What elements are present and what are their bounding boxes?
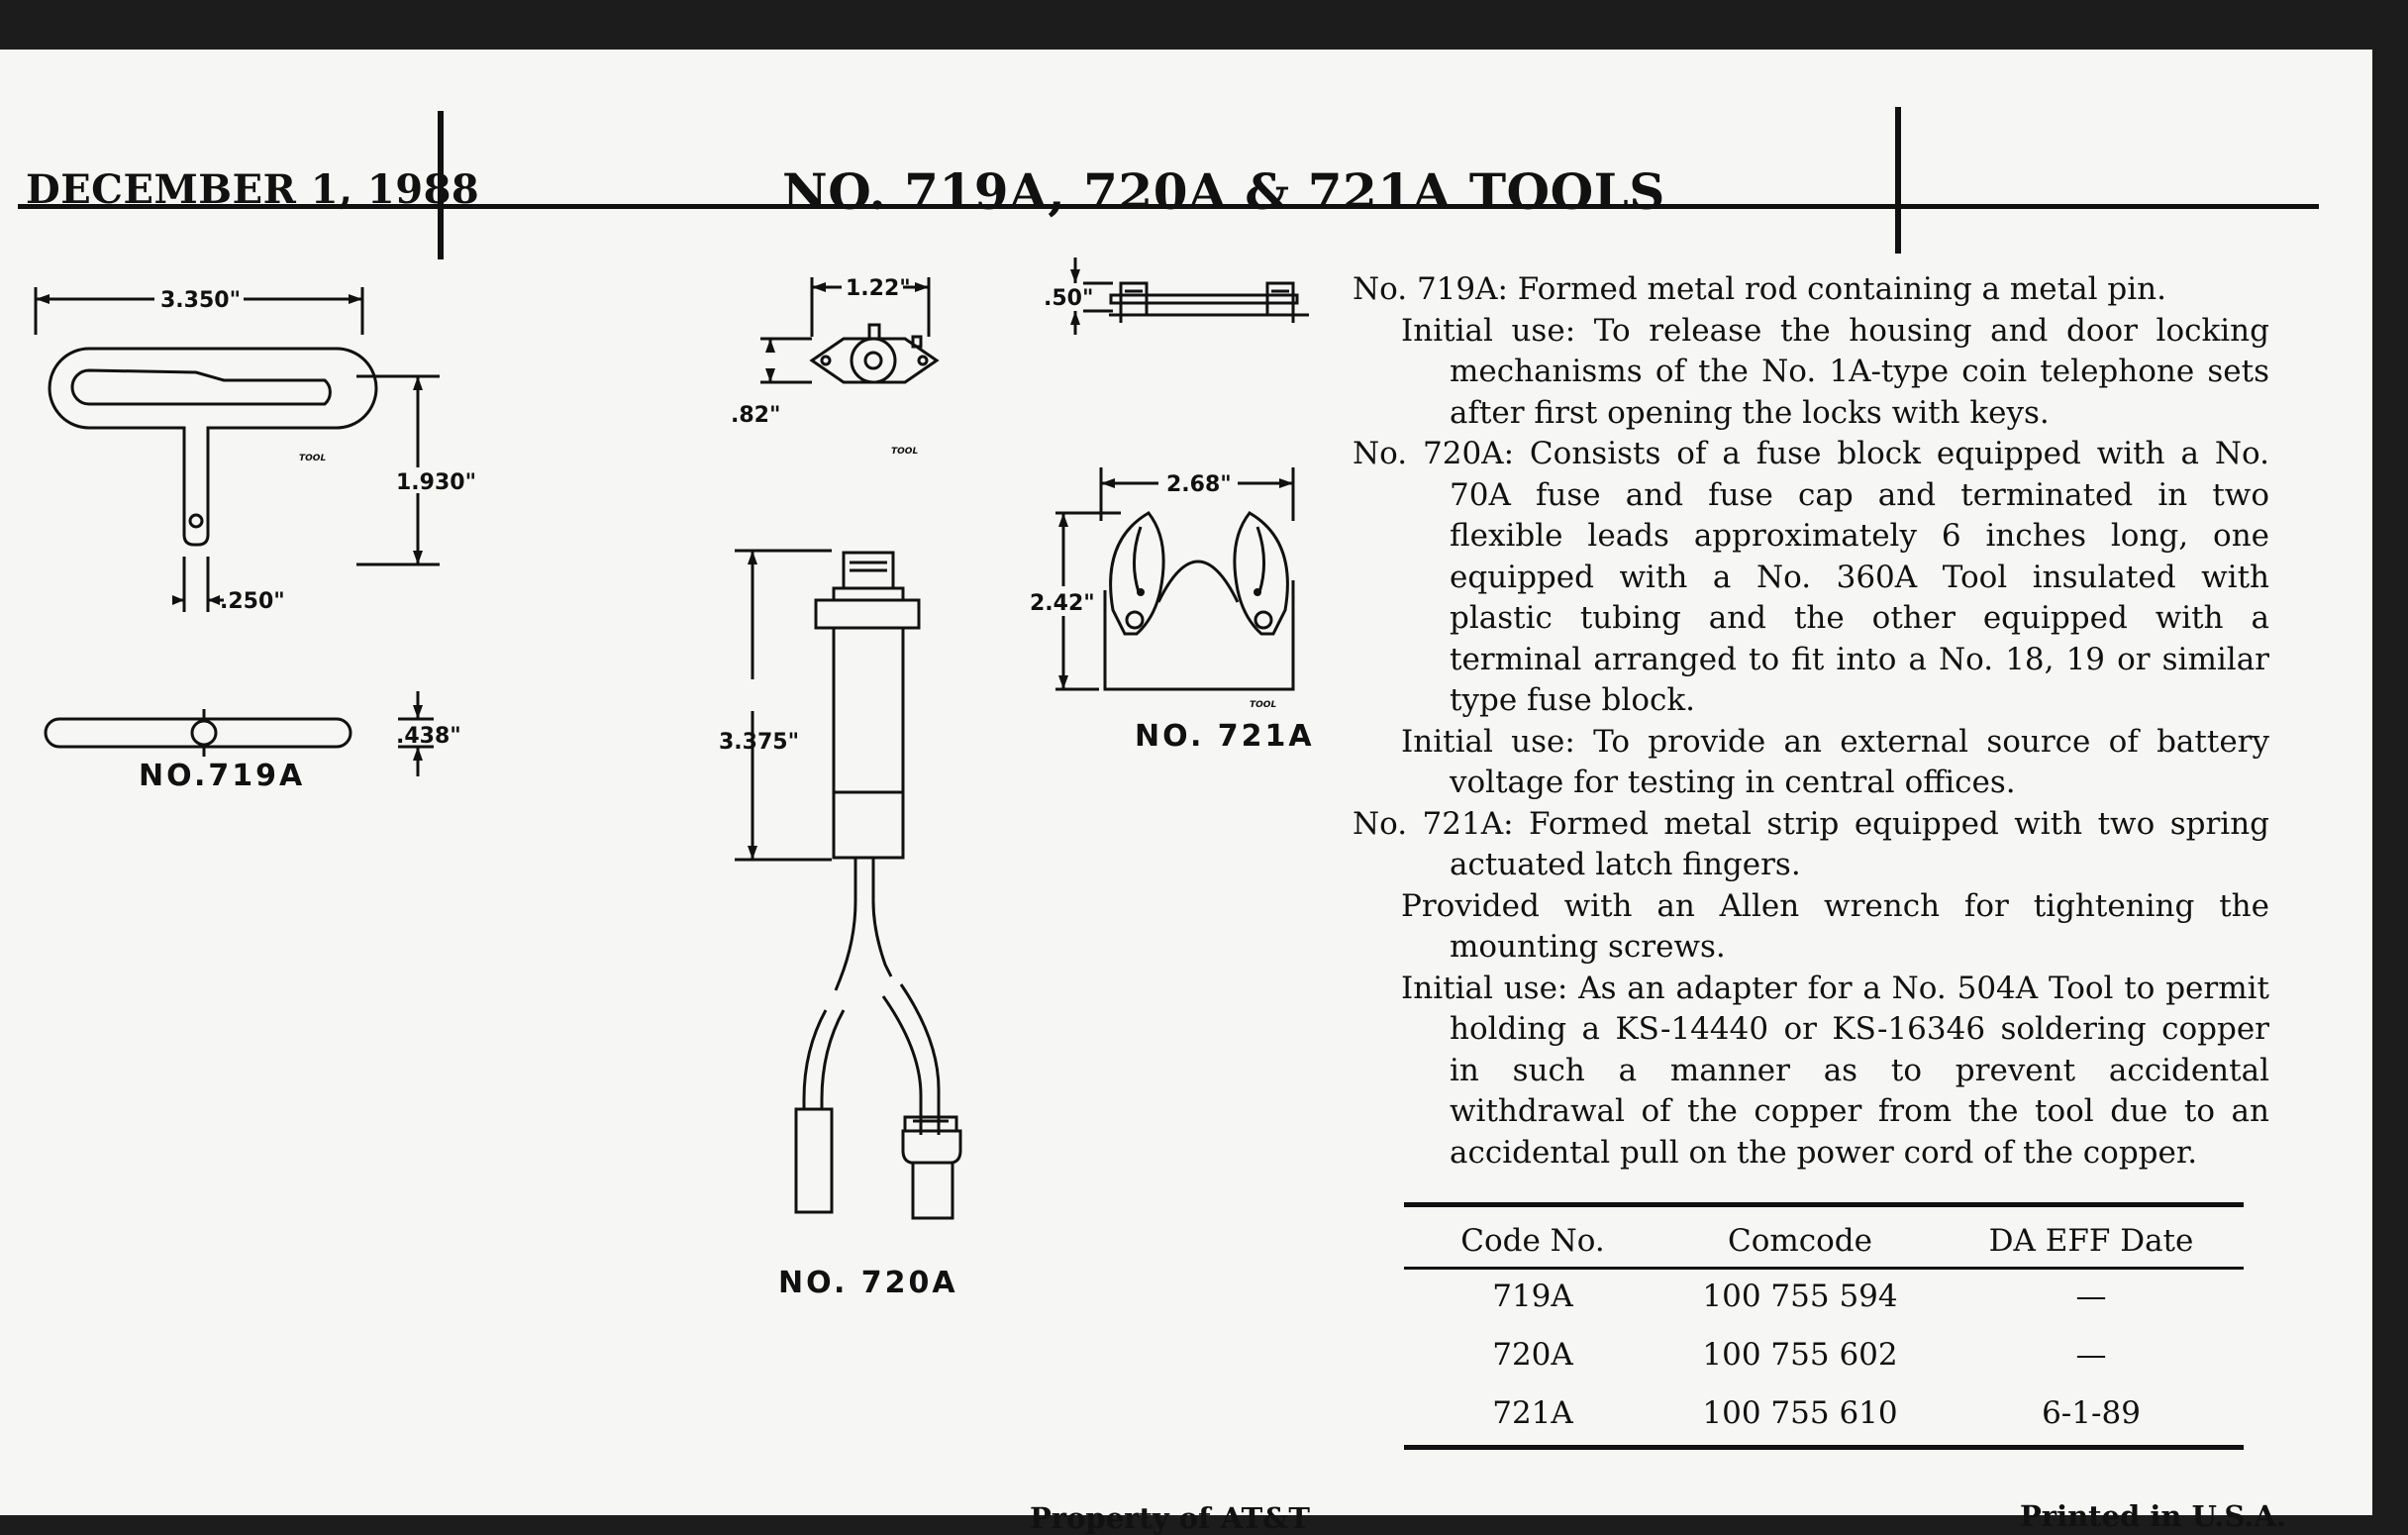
dim-719a-thickness: .438" xyxy=(396,724,461,749)
stamp-719a: TOOL xyxy=(299,454,326,463)
footer-printed: Printed in U.S.A. xyxy=(2020,1499,2286,1533)
tool-720a-drawing: 1.22" .82" 3.375" TOOL xyxy=(709,257,1026,1228)
caption-720a: NO. 720A xyxy=(778,1266,958,1300)
table-row: 720A 100 755 602 — xyxy=(1404,1328,2244,1386)
dim-719a-stem: .250" xyxy=(220,589,285,614)
comcode-cell: 100 755 610 xyxy=(1702,1395,1898,1431)
code-header-comcode: Comcode xyxy=(1661,1204,1939,1270)
document-title: NO. 719A, 720A & 721A TOOLS xyxy=(782,162,1665,221)
table-row: 719A 100 755 594 — xyxy=(1404,1269,2244,1329)
code-cell: 719A xyxy=(1492,1279,1573,1314)
stamp-720a: TOOL xyxy=(891,447,918,457)
caption-719a: NO.719A xyxy=(139,759,306,793)
footer-property: Property of AT&T xyxy=(1030,1501,1310,1535)
desc-721a-note: Provided with an Allen wrench for tighte… xyxy=(1401,887,2269,966)
desc-719a-heading: No. 719A: Formed metal rod containing a … xyxy=(1353,271,2166,307)
document-page: DECEMBER 1, 1988 NO. 719A, 720A & 721A T… xyxy=(0,50,2372,1535)
code-cell: 720A xyxy=(1492,1337,1573,1373)
code-cell: 721A xyxy=(1492,1395,1573,1431)
desc-720a-use: Initial use: To provide an external sour… xyxy=(1401,723,2269,801)
desc-720a-heading: No. 720A: Consists of a fuse block equip… xyxy=(1353,436,2269,718)
date-cell: 6-1-89 xyxy=(2042,1395,2141,1431)
date-cell: — xyxy=(2075,1337,2107,1373)
dim-720a-height: .82" xyxy=(731,403,780,428)
header-rule xyxy=(18,204,2319,209)
dim-719a-height: 1.930" xyxy=(396,470,476,495)
dim-720a-length: 3.375" xyxy=(719,730,799,755)
dim-720a-width: 1.22" xyxy=(846,276,911,301)
tool-721a-svg: .50" 2.68" 2.42" TOOL xyxy=(1030,257,1309,710)
code-header-date: DA EFF Date xyxy=(1939,1204,2244,1270)
header-divider-left xyxy=(438,111,444,259)
desc-721a-use: Initial use: As an adapter for a No. 504… xyxy=(1401,970,2269,1171)
tool-719a-svg: 3.350" 1.930" .250" .438" TOOL xyxy=(34,287,476,776)
comcode-cell: 100 755 594 xyxy=(1702,1279,1898,1314)
desc-721a-heading: No. 721A: Formed metal strip equipped wi… xyxy=(1353,805,2269,883)
dim-721a-thickness: .50" xyxy=(1044,286,1093,311)
header-divider-right xyxy=(1895,107,1901,254)
dim-719a-length: 3.350" xyxy=(160,288,241,313)
stamp-721a: TOOL xyxy=(1250,700,1276,710)
tool-720a-svg: 1.22" .82" 3.375" TOOL xyxy=(719,276,962,1220)
code-header-code: Code No. xyxy=(1404,1204,1661,1270)
tool-719a-drawing: 3.350" 1.930" .250" .438" TOOL xyxy=(30,277,485,792)
desc-719a-use: Initial use: To release the housing and … xyxy=(1401,312,2269,431)
date-cell: — xyxy=(2075,1279,2107,1314)
tool-721a-drawing: .50" 2.68" 2.42" TOOL xyxy=(1030,244,1327,759)
dim-721a-width: 2.68" xyxy=(1166,472,1232,497)
code-table: Code No. Comcode DA EFF Date 719A 100 75… xyxy=(1404,1202,2244,1450)
code-table-header: Code No. Comcode DA EFF Date xyxy=(1404,1204,2244,1270)
dim-721a-height: 2.42" xyxy=(1030,591,1095,616)
comcode-cell: 100 755 602 xyxy=(1702,1337,1898,1373)
tool-descriptions: No. 719A: Formed metal rod containing a … xyxy=(1353,269,2269,1174)
table-row: 721A 100 755 610 6-1-89 xyxy=(1404,1386,2244,1448)
caption-721a: NO. 721A xyxy=(1135,719,1315,754)
